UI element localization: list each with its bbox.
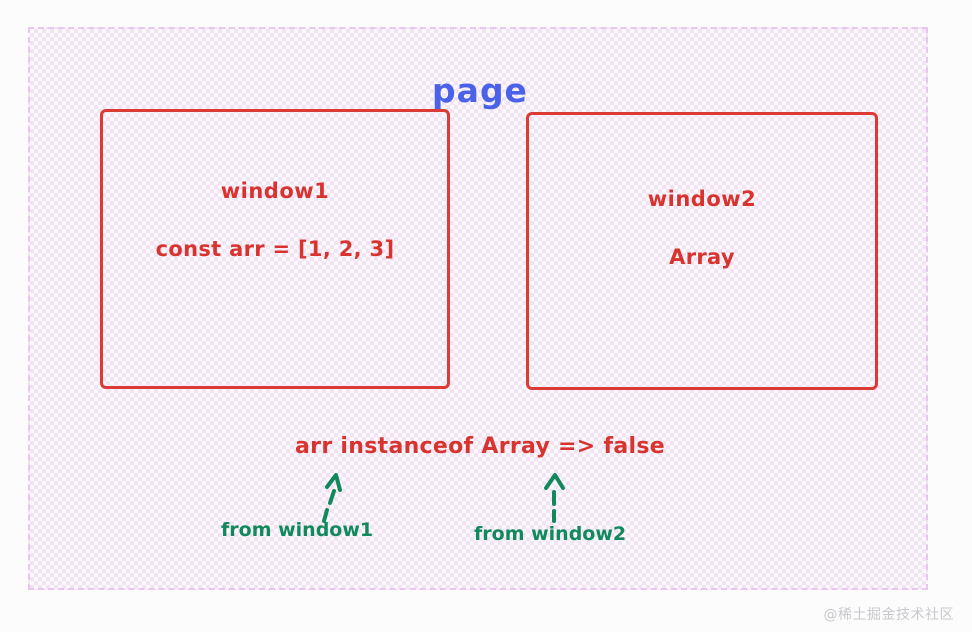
window1-title: window1 xyxy=(220,179,330,203)
window2-code: Array xyxy=(669,245,735,269)
window1-code: const arr = [1, 2, 3] xyxy=(155,237,395,261)
window2-title: window2 xyxy=(647,187,757,211)
dashed-arrow-up-icon xyxy=(310,469,360,528)
watermark: @稀土掘金技术社区 xyxy=(823,607,954,623)
instanceof-expression: arr instanceof Array => false xyxy=(295,434,665,459)
annotation-label-from-window1: from window1 xyxy=(221,519,374,541)
page-panel: page window1 const arr = [1, 2, 3] windo… xyxy=(28,27,928,590)
window1-box: window1 const arr = [1, 2, 3] xyxy=(100,109,450,389)
page-title: page xyxy=(432,71,528,110)
window2-box: window2 Array xyxy=(526,112,878,390)
annotation-label-from-window2: from window2 xyxy=(474,523,627,545)
dashed-arrow-up-icon xyxy=(530,467,580,529)
